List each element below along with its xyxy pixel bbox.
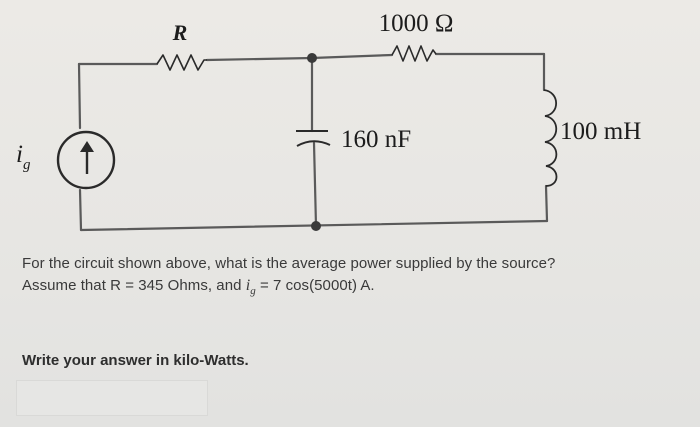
answer-instruction: Write your answer in kilo-Watts.	[22, 352, 249, 369]
wire-right-lower	[544, 184, 549, 223]
current-variable: ig	[245, 277, 256, 298]
circuit-diagram: R 1000 Ω 160 nF 100 mH ig	[16, 10, 641, 232]
answer-input-area[interactable]	[16, 380, 208, 416]
wire-top-mid	[205, 56, 314, 62]
wire-left-lower	[78, 188, 83, 232]
capacitor-label: 160 nF	[341, 126, 411, 153]
resistor-1000-symbol	[391, 45, 437, 62]
resistor-r-label: R	[172, 20, 188, 45]
wire-top-right-a	[310, 53, 394, 60]
current-source	[56, 130, 116, 190]
node-bottom	[311, 221, 321, 231]
arrow-up-icon	[80, 141, 94, 152]
inductor-label: 100 mH	[560, 118, 641, 145]
capacitor-symbol	[296, 130, 331, 147]
wire-left-upper	[77, 62, 82, 130]
source-label: ig	[16, 141, 31, 173]
question-text: For the circuit shown above, what is the…	[22, 254, 692, 301]
resistor-r-symbol	[156, 54, 207, 71]
wire-cap-lower	[312, 141, 318, 228]
resistor-1000-label: 1000 Ω	[379, 10, 454, 37]
question-line-2: Assume that R = 345 Ohms, and ig = 7 cos…	[22, 277, 375, 298]
question-line-1: For the circuit shown above, what is the…	[22, 255, 556, 272]
inductor-symbol	[543, 89, 558, 187]
node-top	[307, 53, 317, 63]
